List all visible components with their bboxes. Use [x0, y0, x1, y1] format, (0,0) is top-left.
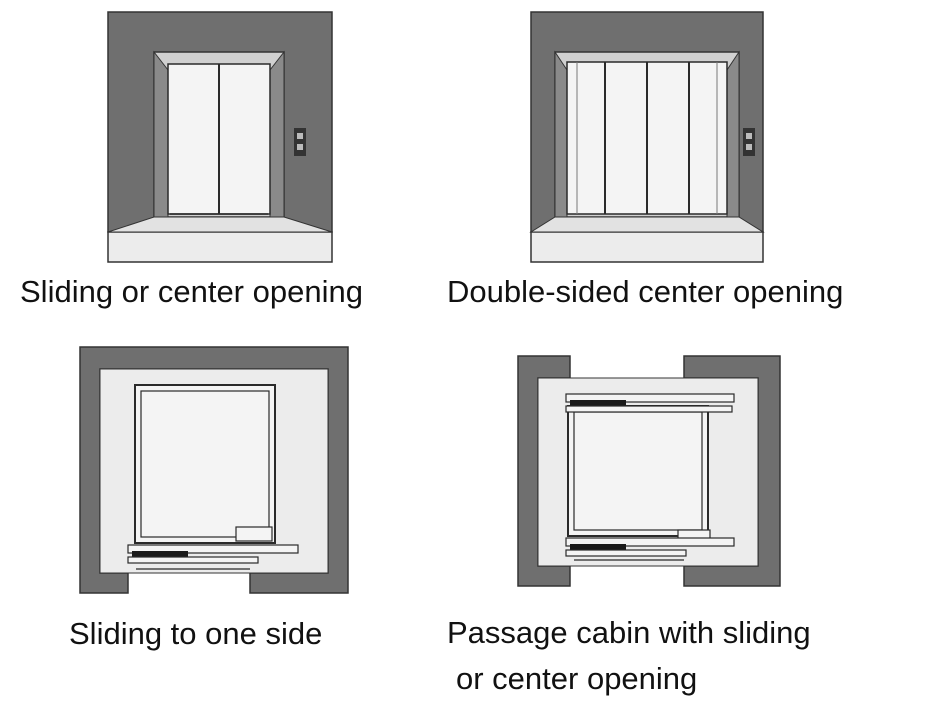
- diagram-passage-cabin: [517, 355, 781, 588]
- caption-sliding-one-side: Sliding to one side: [69, 616, 323, 651]
- elevator-front-view-4-panel: [529, 11, 765, 263]
- diagram-sliding-center: [107, 11, 333, 264]
- elevator-plan-view-one-side: [79, 346, 349, 594]
- call-button-panel: [294, 128, 306, 156]
- call-button-panel: [743, 128, 755, 156]
- elevator-plan-view-passage: [517, 355, 781, 587]
- caption-double-sided-center: Double-sided center opening: [447, 274, 844, 309]
- door-slot-top: [570, 400, 626, 408]
- door-slot-bottom: [570, 544, 626, 552]
- door-slot: [132, 551, 188, 559]
- caption-passage-cabin-line1: Passage cabin with sliding: [447, 615, 811, 650]
- elevator-front-view-2-panel: [107, 11, 333, 263]
- caption-passage-cabin-line2: or center opening: [456, 661, 698, 696]
- diagram-sliding-one-side: [79, 346, 349, 595]
- caption-sliding-center: Sliding or center opening: [20, 274, 363, 309]
- diagram-double-sided-center: [529, 11, 765, 264]
